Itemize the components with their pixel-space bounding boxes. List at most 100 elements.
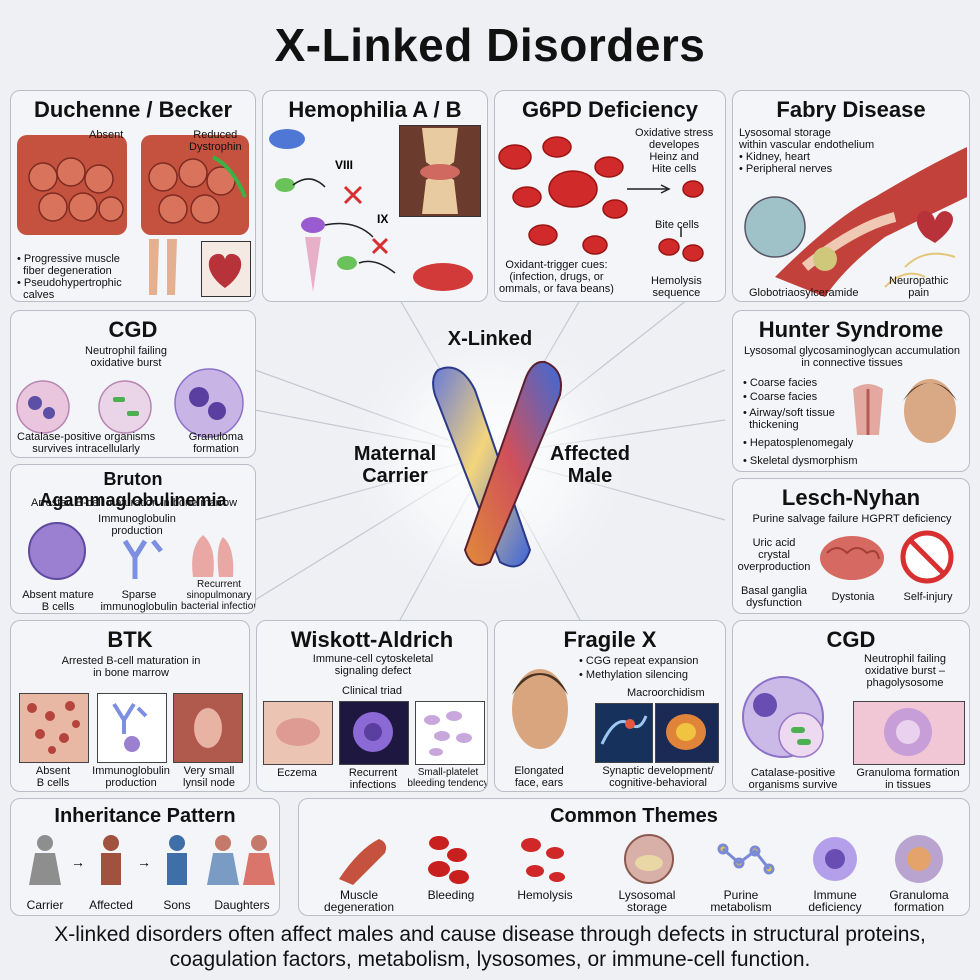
muscle-icon [339,839,387,885]
btk-label-2: Immunoglobulin production [92,765,170,789]
lesch-selfinjury-label: Self-injury [903,591,953,603]
synapse-thumbnail [595,703,653,763]
panel-fragile-x: Fragile X • CGG repeat expansion • Methy… [494,620,726,792]
lymph-node-thumbnail [173,693,243,763]
theme-label-1: Muscle degeneration [323,888,395,914]
heart-icon [208,253,242,288]
lesch-dystonia-label: Dystonia [831,591,875,603]
x-chromosome-hub: X-Linked Maternal Carrier Affected Male [260,300,720,610]
btk-description: Arrested B-cell maturation in in bone ma… [61,655,201,679]
lymph-node-icon [194,708,222,748]
granuloma-icon [884,708,932,756]
immunoglobulin-thumbnail [97,693,167,763]
fragile-face-label: Elongated face, ears [514,765,564,789]
platelet-thumbnail [415,701,485,765]
eczema-icon [276,718,320,746]
fragile-macro-label: Macroorchidism [627,687,705,699]
purine-icon [717,843,775,875]
hunter-bullet-5: • Skeletal dysmorphism [743,455,858,467]
coagulation-cascade-icon: VIII IX [269,129,396,292]
panel-bruton: Bruton Agammaglobulinemia Arrested B-cel… [10,464,256,614]
brain-scan-icon [666,714,706,750]
theme-label-5: Purine metabolism [710,888,772,914]
inheritance-label-affected: Affected [89,898,133,912]
wiskott-triad-label: Clinical triad [342,685,402,697]
center-label: X-Linked [447,328,533,350]
duchenne-reduced-label: Reduced Dystrophin [189,129,242,153]
brain-icon [820,536,884,580]
cgd1-granuloma-label: Granuloma formation [188,431,244,455]
theme-label-7: Granuloma formation [889,888,949,914]
fabry-neuro-label: Neuropathic pain [889,275,949,299]
factor-ix-text: IX [377,212,388,226]
knee-joint-icon [420,128,460,214]
synapse-icon [600,715,648,745]
phagocyte-icon [742,676,824,758]
panel-common-themes: Common Themes Muscle degeneration Bleedi… [298,798,970,916]
theme-label-2: Bleeding [427,888,475,902]
cgd2-granuloma-label: Granuloma formation in tissues [856,767,960,791]
cgd1-catalase-label: Catalase-positive organisms survives int… [17,431,156,455]
maternal-carrier-label: Maternal Carrier [353,443,437,487]
panel-cgd-2: CGD Neutrophil failing oxidative burst –… [732,620,970,792]
theme-label-4: Lysosomal storage [618,888,676,914]
bruton-ig-label: Immunoglobulin production [98,513,176,537]
cgd2-description: Neutrophil failing oxidative burst – pha… [864,653,946,689]
brain-thumbnail [655,703,719,763]
panel-hemophilia: Hemophilia A / B VIII IX [262,90,488,302]
panel-wiskott: Wiskott-Aldrich Immune-cell cytoskeletal… [256,620,488,792]
wiskott-description: Immune-cell cytoskeletal signaling defec… [312,653,434,677]
bruton-description: Arrested B-cell maturation in bone marro… [30,497,238,509]
granuloma-thumbnail [853,701,965,765]
cgd2-catalase-label: Catalase-positive organisms survive [748,767,838,791]
svg-text:→: → [71,854,85,870]
face-icon [903,379,957,443]
g6pd-oxidative-label: Oxidative stress developes Heinz and Hit… [635,127,714,175]
red-blood-cells-icon [498,136,704,262]
hunter-title: Hunter Syndrome [758,317,944,342]
cgd1-description: Neutrophil failing oxidative burst [85,345,167,369]
legs-icon [149,239,177,295]
panel-lesch-nyhan: Lesch-Nyhan Purine salvage failure HGPRT… [732,478,970,614]
duchenne-absent-label: Absent [89,129,124,141]
bleeding-icon [428,836,469,884]
panel-g6pd: G6PD Deficiency Oxidative stress develop… [494,90,726,302]
fragile-title: Fragile X [563,627,657,652]
bone-marrow-thumbnail [19,693,89,763]
affected-male-label: Affected Male [549,443,630,487]
fragile-bullet-2: • Methylation silencing [579,669,689,681]
wiskott-title: Wiskott-Aldrich [290,627,454,652]
neutrophil-icon [16,368,244,438]
lysosome-icon [624,834,674,884]
immune-icon [813,837,857,881]
hunter-bullet-2: • Coarse facies [743,391,818,403]
theme-label-6: Immune deficiency [808,888,862,914]
platelet-icon [424,711,472,756]
airway-icon [853,384,883,435]
bone-marrow-icon [27,701,80,754]
panel-btk: BTK Arrested B-cell maturation in in bon… [10,620,250,792]
bcell-antibody-icon [28,522,234,580]
themes-title: Common Themes [550,805,718,827]
btk-title: BTK [107,627,153,652]
knee-thumbnail [399,125,481,217]
heart-thumbnail [201,241,251,297]
immune-cell-icon [353,712,393,752]
factor-viii-text: VIII [335,158,353,172]
wiskott-label-2: Recurrent infections [348,767,398,791]
inheritance-title: Inheritance Pattern [54,805,236,827]
cgd1-title: CGD [108,317,158,342]
btk-label-1: Absent B cells [35,765,71,789]
eczema-thumbnail [263,701,333,765]
muscle-fiber-icon [17,135,249,235]
fragile-bullet-1: • CGG repeat expansion [579,655,699,667]
inheritance-label-carrier: Carrier [26,898,64,912]
blood-vessel-icon [744,147,967,297]
panel-fabry: Fabry Disease Lysosomal storage within v… [732,90,970,302]
red-cell-icon [413,263,473,291]
wiskott-label-1: Eczema [277,767,317,779]
panel-inheritance: Inheritance Pattern → → Carrier Affected… [10,798,280,916]
fragile-synaptic-label: Synaptic development/ cognitive-behavior… [602,765,714,789]
hemolysis-icon [521,838,565,882]
duchenne-bullet-1: • Progressive muscle fiber degeneration [17,253,120,277]
